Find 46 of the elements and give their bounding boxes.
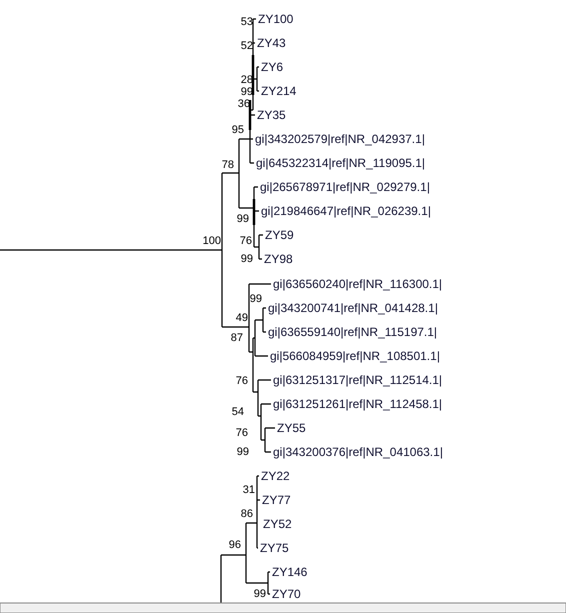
taxon-label: gi|343200376|ref|NR_041063.1| bbox=[273, 445, 443, 459]
bootstrap-value: 87 bbox=[230, 331, 243, 345]
bootstrap-value: 78 bbox=[222, 158, 234, 172]
taxon-label: ZY146 bbox=[272, 565, 308, 579]
taxon-label: gi|219846647|ref|NR_026239.1| bbox=[261, 204, 431, 218]
taxon-label: ZY22 bbox=[261, 469, 290, 483]
taxon-label: gi|631251261|ref|NR_112458.1| bbox=[273, 397, 442, 411]
taxon-label: ZY77 bbox=[262, 493, 291, 507]
bootstrap-value: 76 bbox=[236, 374, 248, 388]
taxon-label: gi|636560240|ref|NR_116300.1| bbox=[273, 277, 442, 291]
taxon-label: gi|645322314|ref|NR_119095.1| bbox=[256, 156, 426, 170]
bootstrap-value: 100 bbox=[202, 234, 221, 248]
bootstrap-value: 53 bbox=[240, 15, 253, 29]
bootstrap-value: 76 bbox=[240, 234, 252, 248]
bootstrap-value: 99 bbox=[240, 252, 253, 266]
taxon-label: ZY75 bbox=[260, 541, 289, 555]
bootstrap-value: 99 bbox=[250, 292, 262, 306]
taxon-label: ZY6 bbox=[261, 60, 284, 74]
taxon-label: ZY70 bbox=[272, 587, 301, 601]
bootstrap-value: 28 bbox=[240, 73, 253, 87]
taxon-label: ZY100 bbox=[258, 12, 294, 26]
taxon-label: gi|636559140|ref|NR_115197.1| bbox=[268, 325, 438, 339]
taxon-label: ZY98 bbox=[264, 252, 293, 266]
bootstrap-value: 52 bbox=[240, 39, 253, 53]
bootstrap-value: 99 bbox=[254, 587, 266, 601]
taxon-label: ZY59 bbox=[265, 228, 294, 242]
bootstrap-value: 76 bbox=[236, 426, 248, 440]
taxon-label: ZY55 bbox=[277, 421, 306, 435]
bootstrap-value: 49 bbox=[236, 311, 248, 325]
taxon-label: ZY52 bbox=[263, 517, 292, 531]
bootstrap-value: 36 bbox=[238, 97, 250, 111]
taxon-label: gi|265678971|ref|NR_029279.1| bbox=[260, 180, 430, 194]
bootstrap-value: 99 bbox=[236, 445, 249, 459]
bootstrap-value: 54 bbox=[232, 405, 244, 419]
bootstrap-value: 31 bbox=[242, 483, 255, 497]
bootstrap-value: 99 bbox=[236, 212, 249, 226]
taxon-label: gi|343202579|ref|NR_042937.1| bbox=[255, 132, 425, 146]
taxon-label: ZY35 bbox=[257, 108, 286, 122]
bootstrap-value: 96 bbox=[228, 538, 241, 552]
bootstrap-value: 86 bbox=[240, 507, 253, 521]
taxon-label: gi|343200741|ref|NR_041428.1| bbox=[268, 301, 438, 315]
taxon-label: ZY43 bbox=[257, 36, 286, 50]
taxon-label: gi|631251317|ref|NR_112514.1| bbox=[273, 373, 442, 387]
bootstrap-value: 95 bbox=[232, 123, 244, 137]
taxon-label: gi|566084959|ref|NR_108501.1| bbox=[270, 349, 440, 363]
taxon-label: ZY214 bbox=[261, 84, 296, 98]
